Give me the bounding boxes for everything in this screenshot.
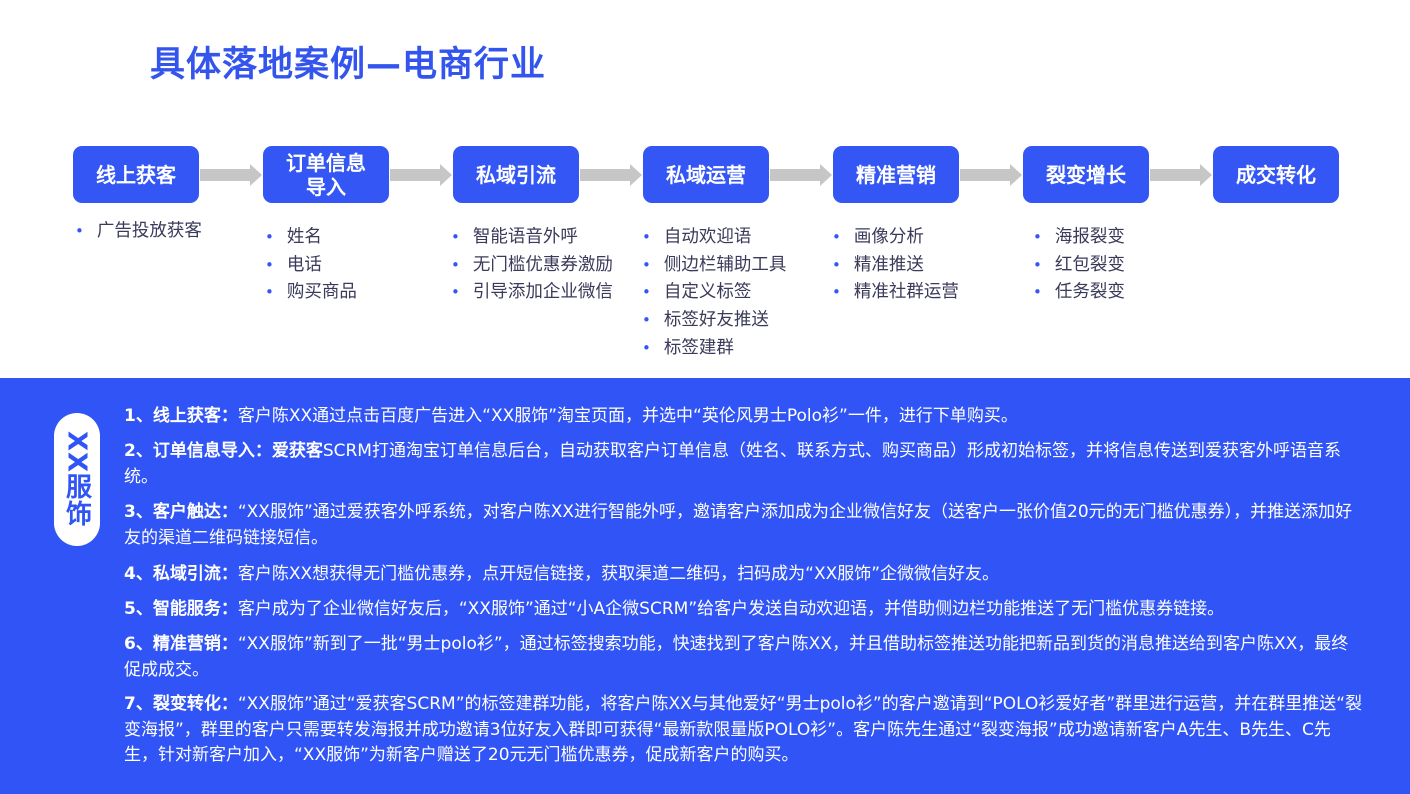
list-item: 智能语音外呼 xyxy=(451,224,613,252)
step-details-list: 自动欢迎语 侧边栏辅助工具 自定义标签 标签好友推送 标签建群 xyxy=(642,224,787,363)
list-item: 任务裂变 xyxy=(1033,279,1125,307)
list-item: 红包裂变 xyxy=(1033,252,1125,280)
case-paragraph: 1、线上获客：客户陈XX通过点击百度广告进入“XX服饰”淘宝页面，并选中“英伦风… xyxy=(124,406,1018,426)
step-label: 私域运营 xyxy=(666,162,746,187)
list-item: 自定义标签 xyxy=(642,279,786,307)
case-paragraph: 4、私域引流：客户陈XX想获得无门槛优惠券，点开短信链接，获取渠道二维码，扫码成… xyxy=(124,564,1000,584)
step-label: 私域引流 xyxy=(476,162,556,187)
step-online-acquisition: 线上获客 xyxy=(73,146,199,203)
arrow-right-icon xyxy=(200,164,262,186)
arrow-right-icon xyxy=(770,164,832,186)
arrow-right-icon xyxy=(960,164,1022,186)
step-label: 精准营销 xyxy=(856,162,936,187)
case-panel xyxy=(0,378,1410,794)
step-details-list: 海报裂变 红包裂变 任务裂变 xyxy=(1033,224,1125,307)
step-fission-growth: 裂变增长 xyxy=(1023,146,1149,203)
arrow-right-icon xyxy=(580,164,642,186)
list-item: 姓名 xyxy=(265,224,357,252)
list-item: 引导添加企业微信 xyxy=(451,279,613,307)
case-paragraph: 7、裂变转化：“XX服饰”通过“爱获客SCRM”的标签建群功能，将客户陈XX与其… xyxy=(124,694,1363,765)
step-details-list: 画像分析 精准推送 精准社群运营 xyxy=(832,224,959,307)
badge-label: XX服饰 xyxy=(61,431,92,528)
list-item: 标签好友推送 xyxy=(642,307,786,335)
list-item: 广告投放获客 xyxy=(75,218,202,246)
list-item: 精准推送 xyxy=(832,252,959,280)
case-paragraph: 2、订单信息导入：爱获客SCRM打通淘宝订单信息后台，自动获取客户订单信息（姓名… xyxy=(124,441,1341,487)
brand-badge: XX服饰 xyxy=(54,413,100,546)
case-paragraph: 3、客户触达：“XX服饰”通过爱获客外呼系统，对客户陈XX进行智能外呼，邀请客户… xyxy=(124,502,1353,548)
list-item: 海报裂变 xyxy=(1033,224,1125,252)
step-label: 成交转化 xyxy=(1236,162,1316,187)
step-private-operation: 私域运营 xyxy=(643,146,769,203)
case-paragraph: 6、精准营销：“XX服饰”新到了一批“男士polo衫”，通过标签搜索功能，快速找… xyxy=(124,634,1349,680)
case-paragraph: 5、智能服务：客户成为了企业微信好友后，“XX服饰”通过“小A企微SCRM”给客… xyxy=(124,599,1225,619)
list-item: 电话 xyxy=(265,252,357,280)
list-item: 精准社群运营 xyxy=(832,279,959,307)
process-flow: 线上获客 订单信息导入 私域引流 私域运营 精准营销 裂变增长 成交转化 广告投… xyxy=(0,0,1410,380)
page-title: 具体落地案例—电商行业 xyxy=(150,45,547,85)
list-item: 购买商品 xyxy=(265,279,357,307)
list-item: 自动欢迎语 xyxy=(642,224,786,252)
step-label: 裂变增长 xyxy=(1046,162,1126,187)
list-item: 侧边栏辅助工具 xyxy=(642,252,787,280)
step-private-traffic: 私域引流 xyxy=(453,146,579,203)
step-precision-marketing: 精准营销 xyxy=(833,146,959,203)
step-label: 订单信息导入 xyxy=(286,150,366,199)
list-item: 无门槛优惠券激励 xyxy=(451,252,613,280)
step-details-list: 姓名 电话 购买商品 xyxy=(265,224,357,307)
arrow-right-icon xyxy=(1150,164,1212,186)
list-item: 画像分析 xyxy=(832,224,959,252)
list-item: 标签建群 xyxy=(642,335,786,363)
step-order-import: 订单信息导入 xyxy=(263,146,389,203)
arrow-right-icon xyxy=(390,164,452,186)
step-details-list: 智能语音外呼 无门槛优惠券激励 引导添加企业微信 xyxy=(451,224,613,307)
step-label: 线上获客 xyxy=(96,162,176,187)
step-conversion: 成交转化 xyxy=(1213,146,1339,203)
step-details-list: 广告投放获客 xyxy=(75,218,202,246)
